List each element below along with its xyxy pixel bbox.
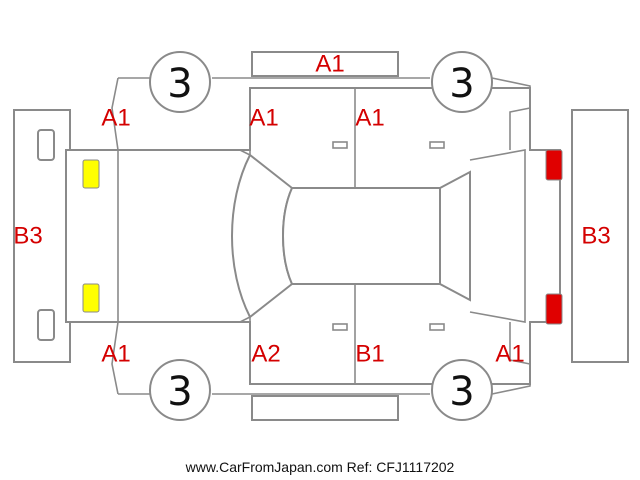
roof-panel-top: [251, 51, 399, 77]
rear-right-taillight: [545, 293, 563, 325]
front-bumper-hook-top: [37, 129, 55, 161]
code-front-bumper: B3: [13, 223, 42, 250]
hood-area: [65, 150, 119, 322]
left-side-panel: [111, 77, 531, 151]
front-bumper: [13, 109, 71, 363]
code-front-left-door: A1: [249, 105, 278, 132]
right-side-panel: [111, 321, 531, 395]
a-pillar-top: [118, 149, 251, 156]
code-front-right-door: A2: [251, 341, 280, 368]
code-roof-left-side: A1: [315, 51, 344, 78]
rear-bumper: [571, 109, 629, 363]
front-left-headlight: [82, 159, 100, 189]
door-handle-front-left: [332, 141, 348, 149]
door-handle-rear-left: [429, 141, 445, 149]
tire-front-right-label: 3: [167, 369, 192, 415]
front-right-headlight: [82, 283, 100, 313]
roof-panel-bottom: [251, 395, 399, 421]
code-front-left-fender: A1: [101, 105, 130, 132]
footer-reference: www.CarFromJapan.com Ref: CFJ1117202: [185, 459, 455, 475]
code-front-right-fender: A1: [101, 341, 130, 368]
code-rear-bumper: B3: [581, 223, 610, 250]
rear-glass-line: [469, 149, 526, 323]
tire-rear-right-label: 3: [449, 369, 474, 415]
door-handle-front-right: [332, 323, 348, 331]
rear-left-taillight: [545, 149, 563, 181]
rear-window: [439, 170, 471, 302]
tire-rear-left-label: 3: [449, 61, 474, 107]
tire-front-right: 3: [149, 359, 211, 421]
tire-rear-left: 3: [431, 51, 493, 113]
a-pillar-bottom: [118, 316, 251, 323]
tire-front-left-label: 3: [167, 61, 192, 107]
roof: [282, 187, 441, 285]
code-rear-right-quarter: A1: [495, 341, 524, 368]
tire-front-left: 3: [149, 51, 211, 113]
tire-rear-right: 3: [431, 359, 493, 421]
front-bumper-hook-bottom: [37, 309, 55, 341]
door-handle-rear-right: [429, 323, 445, 331]
code-rear-left-door: A1: [355, 105, 384, 132]
code-rear-right-door: B1: [355, 341, 384, 368]
